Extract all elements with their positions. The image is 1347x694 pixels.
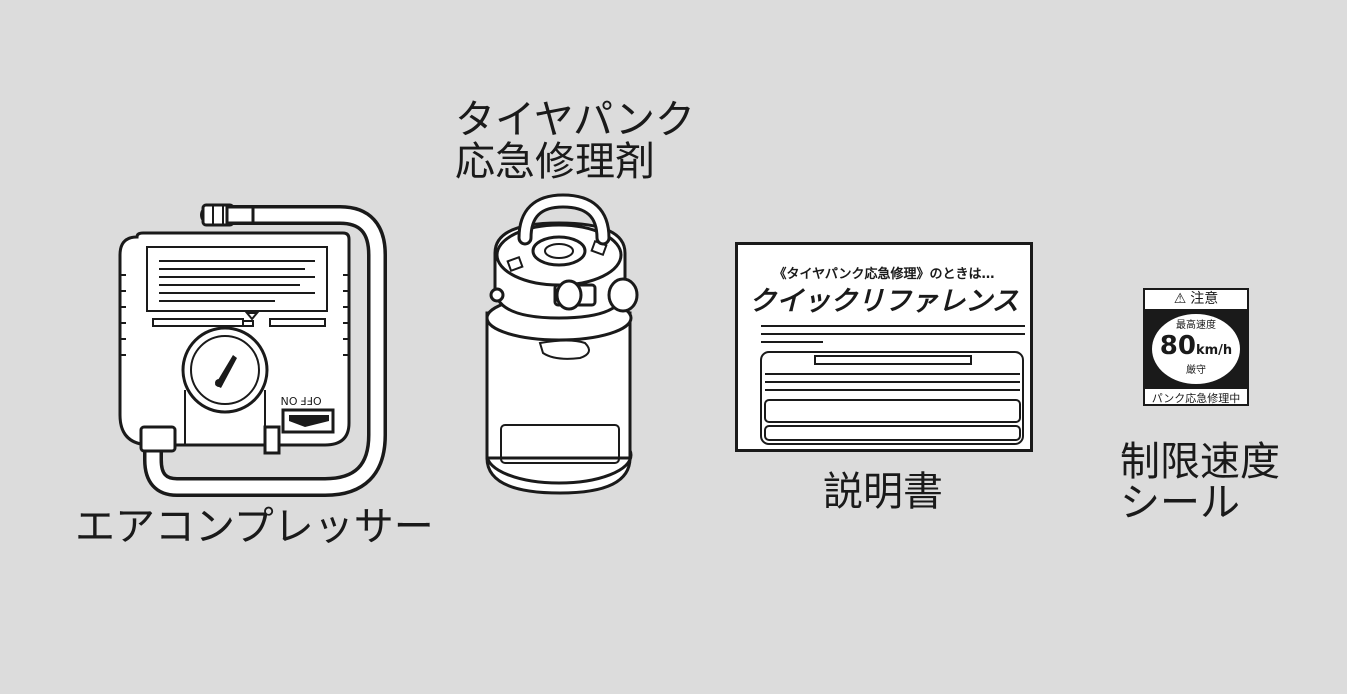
sticker-bottom-text: パンク応急修理中 [1145,387,1247,408]
sealant-label-line2: 応急修理剤 [455,139,655,185]
manual-illustration: 《タイヤパンク応急修理》のときは… クイックリファレンス [735,242,1033,452]
compressor-switch-off-text: OFF [300,394,321,407]
manual-header-text: 《タイヤパンク応急修理》のときは… [773,266,994,282]
sticker-top-band: ⚠ 注意 [1145,290,1247,311]
warning-icon: ⚠ [1173,291,1187,307]
compressor-label: エアコンプレッサー [75,504,434,550]
sticker-top-text: 注意 [1190,291,1219,307]
sticker-speed-circle: 最高速度 80km/h 厳守 [1152,314,1240,384]
sticker-line2: 厳守 [1186,365,1206,376]
air-compressor-illustration: OFF ON [118,203,387,497]
manual-label: 説明書 [823,469,943,515]
sticker-label-line1: 制限速度 [1120,439,1280,485]
compressor-switch-on-text: ON [281,394,298,407]
sticker-line1: 最高速度 [1176,320,1216,331]
sticker-speed-unit: km/h [1195,343,1233,358]
sticker-center-band: 最高速度 80km/h 厳守 [1145,311,1247,387]
sticker-speed-value: 80 [1159,331,1196,361]
manual-title-text: クイックリファレンス [749,286,1018,317]
sealant-bottle-illustration [485,193,639,495]
sealant-label-line1: タイヤパンク [455,97,695,143]
sticker-label-line2: シール [1120,480,1240,526]
speed-limit-sticker: ⚠ 注意 最高速度 80km/h 厳守 パンク応急修理中 [1143,288,1249,406]
